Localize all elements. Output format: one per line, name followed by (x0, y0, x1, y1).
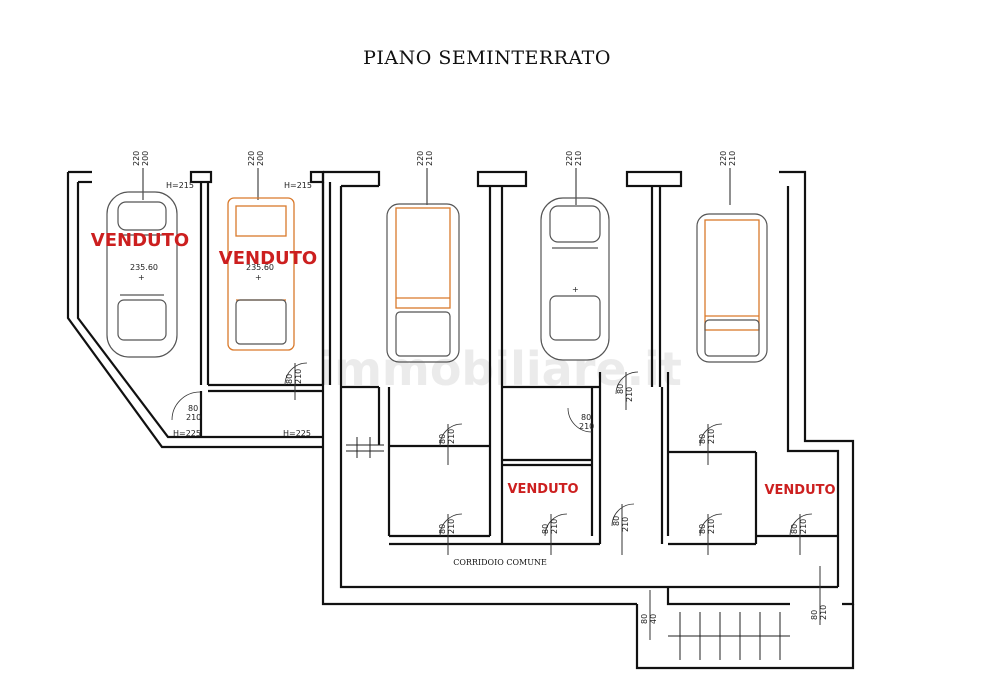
garage-1-door-height: 200 (141, 151, 150, 166)
corridor-label: CORRIDOIO COMUNE (453, 558, 547, 567)
door-width-9: 80 (698, 434, 707, 444)
door-height-1: 210 (186, 413, 201, 422)
car-garage-4 (540, 197, 610, 361)
sold-label-storage-2: VENDUTO (764, 483, 835, 498)
sold-label-garage-1: VENDUTO (91, 230, 189, 251)
plan-title: PIANO SEMINTERRATO (363, 47, 611, 69)
floor-level-garage-2: 235.60 (246, 263, 274, 272)
door-width-2: 80 (285, 374, 294, 384)
garage-1-door-width: 220 (132, 151, 141, 166)
garage-door-dims: 220 200 220 200 220 210 220 210 220 210 (132, 151, 737, 205)
car-garage-1 (106, 191, 178, 358)
level-cross-2: + (255, 273, 262, 282)
garage-2-height: H=215 (284, 181, 312, 190)
outer-walls (66, 170, 855, 670)
passage-height-left: H=225 (173, 429, 201, 438)
staircase (346, 437, 790, 660)
door-width-4: 80 (438, 524, 447, 534)
door-width-6: 80 (581, 413, 591, 422)
level-cross-1: + (138, 273, 145, 282)
door-width-3: 80 (438, 434, 447, 444)
door-width-5: 80 (541, 524, 550, 534)
door-height-2: 210 (294, 369, 303, 384)
door-height-3: 210 (447, 429, 456, 444)
garage-5-door-height: 210 (728, 151, 737, 166)
garage-3-door-height: 210 (425, 151, 434, 166)
level-cross-4: + (572, 285, 579, 294)
passage-height-right: H=225 (283, 429, 311, 438)
door-width-13: 80 (810, 610, 819, 620)
door-height-10: 210 (707, 519, 716, 534)
door-width-7: 80 (616, 384, 625, 394)
garage-1-height: H=215 (166, 181, 194, 190)
door-height-8: 210 (621, 517, 630, 532)
door-height-6: 210 (579, 422, 594, 431)
door-height-7: 210 (625, 387, 634, 402)
doors: 80 210 80 210 80 210 80 210 80 210 80 21… (171, 362, 828, 640)
door-height-5: 210 (550, 519, 559, 534)
door-height-12: 40 (649, 614, 658, 624)
sold-label-garage-2: VENDUTO (219, 248, 317, 269)
door-width-12: 80 (640, 614, 649, 624)
garage-2-door-width: 220 (247, 151, 256, 166)
car-garage-3 (386, 203, 460, 363)
door-width-1: 80 (188, 404, 198, 413)
garage-4-door-width: 220 (565, 151, 574, 166)
door-width-8: 80 (612, 516, 621, 526)
floor-level-garage-1: 235.60 (130, 263, 158, 272)
car-garage-5 (696, 213, 768, 363)
door-height-4: 210 (447, 519, 456, 534)
door-height-9: 210 (707, 429, 716, 444)
garage-4-door-height: 210 (574, 151, 583, 166)
car-garage-2 (227, 197, 295, 351)
door-height-13: 210 (819, 605, 828, 620)
door-width-11: 80 (790, 524, 799, 534)
garage-2-door-height: 200 (256, 151, 265, 166)
door-height-11: 210 (799, 519, 808, 534)
garage-5-door-width: 220 (719, 151, 728, 166)
sold-label-storage-1: VENDUTO (507, 482, 578, 497)
door-width-10: 80 (698, 524, 707, 534)
garage-3-door-width: 220 (416, 151, 425, 166)
